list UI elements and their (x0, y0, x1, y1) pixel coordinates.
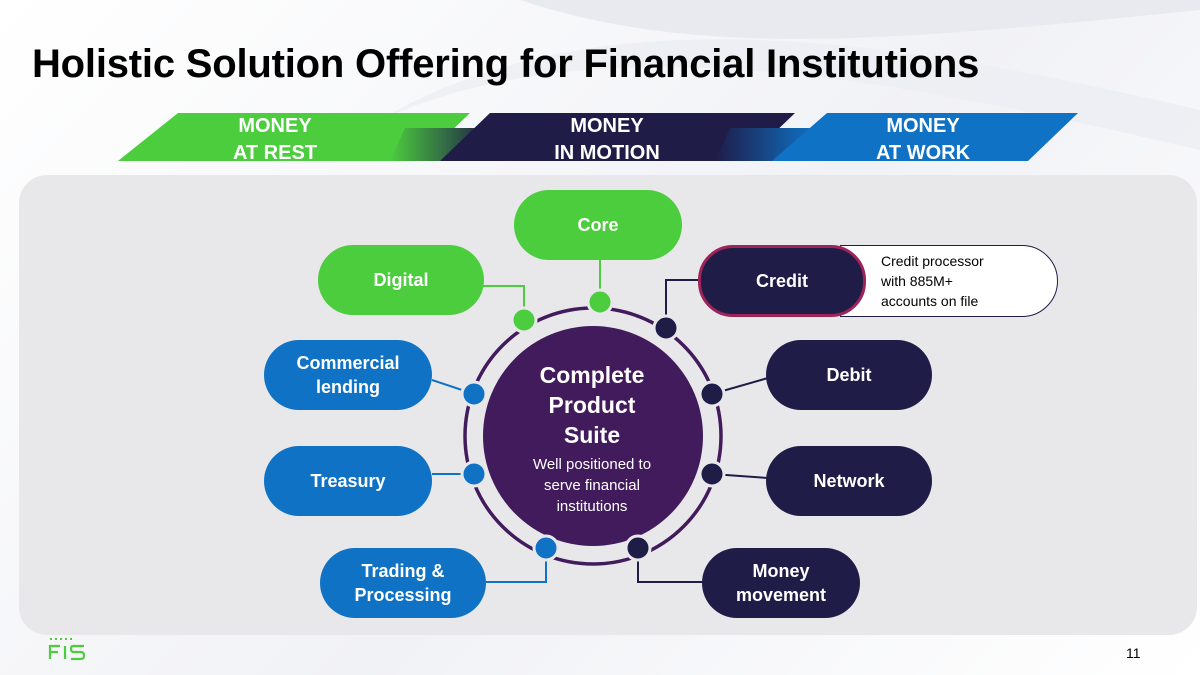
node-money-movement: Money movement (702, 548, 860, 618)
banner-label-rest: MONEY AT REST (232, 115, 318, 164)
node-digital: Digital (318, 245, 484, 315)
center-subtitle: Well positioned to serve financial insti… (532, 456, 652, 515)
node-commercial-lending: Commercial lending (264, 340, 432, 410)
node-debit: Debit (766, 340, 932, 410)
node-network: Network (766, 446, 932, 516)
dot-credit (652, 314, 680, 342)
node-core: Core (514, 190, 682, 260)
center-hub (483, 326, 703, 546)
slide-title: Holistic Solution Offering for Financial… (32, 42, 980, 86)
node-credit: Credit (698, 245, 866, 317)
connector-credit (665, 279, 700, 328)
dot-network (698, 460, 726, 488)
banner-label-work: MONEY AT WORK (875, 115, 971, 164)
dot-debit (698, 380, 726, 408)
fis-logo (48, 638, 86, 661)
dot-trading (532, 534, 560, 562)
dot-treasury (460, 460, 488, 488)
credit-note: Credit processor with 885M+ accounts on … (840, 245, 1058, 317)
center-hub-text: Complete Product Suite Well positioned t… (485, 360, 699, 517)
node-treasury: Treasury (264, 446, 432, 516)
dot-commercial (460, 380, 488, 408)
banner-label-motion: MONEY IN MOTION (554, 115, 660, 164)
page-number: 11 (1126, 645, 1141, 661)
node-trading-processing: Trading & Processing (320, 548, 486, 618)
center-title: Complete Product Suite (539, 362, 645, 448)
dot-core (586, 288, 614, 316)
dot-digital (510, 306, 538, 334)
dot-money-movement (624, 534, 652, 562)
